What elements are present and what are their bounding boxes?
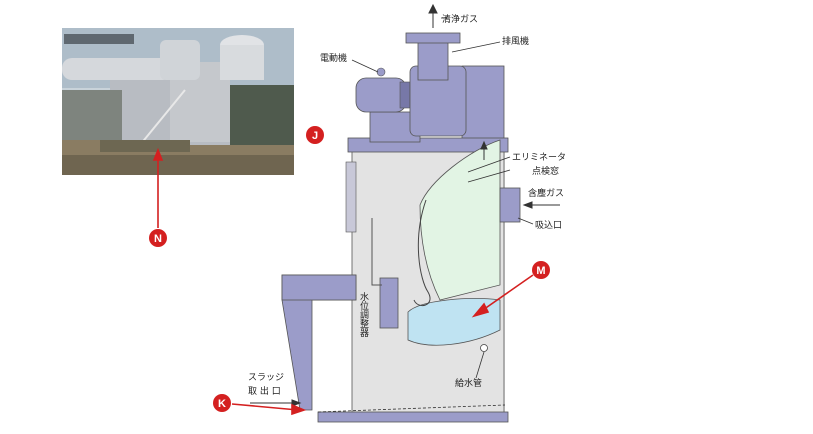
water-level-regulator-label: 水位調整器: [358, 291, 369, 337]
sludge-label-line1: スラッジ: [248, 372, 284, 383]
motor-label: 電動機: [320, 52, 347, 64]
equipment-photo: [62, 28, 294, 175]
dust-gas-label: 含塵ガス: [528, 187, 564, 199]
marker-n: N: [149, 229, 167, 247]
flow-arrows: [250, 3, 560, 407]
exhaust-fan-label: 排風機: [502, 35, 529, 47]
scrubber-machine: [281, 32, 521, 423]
svg-text:N: N: [154, 233, 162, 245]
water-supply-pipe-label: 給水管: [455, 377, 482, 389]
marker-k: K: [213, 394, 231, 412]
eliminator-label: エリミネータ: [512, 152, 566, 163]
svg-text:J: J: [312, 130, 318, 142]
callout-lines: [152, 147, 534, 416]
inspection-window-label: 点検窓: [532, 165, 559, 177]
marker-m: M: [532, 261, 550, 279]
marker-j: J: [306, 126, 324, 144]
leader-lines: [351, 17, 534, 379]
intake-label: 吸込口: [535, 220, 562, 231]
sludge-label-line2: 取 出 口: [248, 385, 281, 397]
svg-text:K: K: [218, 398, 226, 410]
svg-text:M: M: [536, 265, 545, 277]
clean-gas-label: 清浄ガス: [442, 13, 478, 25]
